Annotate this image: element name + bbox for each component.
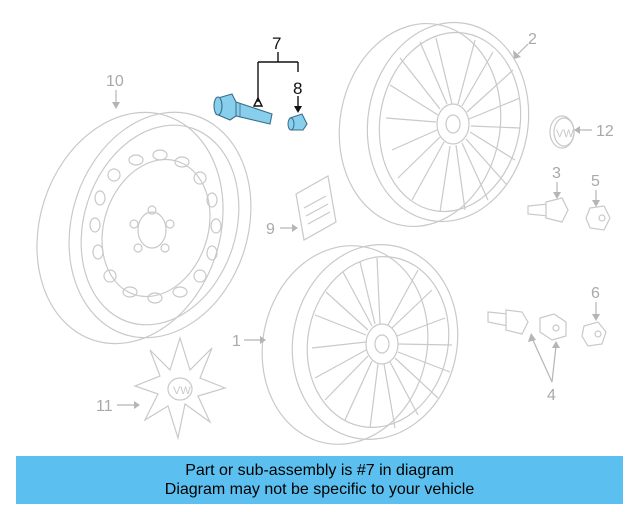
alloy-wheel-lower bbox=[261, 244, 459, 445]
callout-8: 8 bbox=[293, 79, 302, 98]
lug-nut-lower bbox=[539, 313, 567, 341]
callout-10: 10 bbox=[106, 73, 124, 90]
wheel-nut-lower bbox=[581, 321, 607, 347]
banner-line-1: Part or sub-assembly is #7 in diagram bbox=[185, 462, 454, 479]
callout-3: 3 bbox=[552, 165, 561, 182]
info-banner: Part or sub-assembly is #7 in diagram Di… bbox=[16, 456, 623, 504]
callout-7-leader bbox=[257, 52, 299, 102]
steel-wheel bbox=[36, 111, 252, 345]
svg-text:VW: VW bbox=[173, 385, 191, 397]
lug-bolt-lower bbox=[487, 309, 529, 335]
banner-line-2: Diagram may not be specific to your vehi… bbox=[164, 481, 475, 498]
valve-cap-highlighted[interactable] bbox=[287, 113, 308, 131]
callout-5: 5 bbox=[591, 173, 600, 190]
hub-cap-star: VW bbox=[133, 335, 227, 441]
wheel-emblem-cap: VW bbox=[549, 115, 575, 149]
parts-diagram: VW VW bbox=[36, 21, 614, 445]
svg-text:VW: VW bbox=[556, 128, 574, 140]
callout-1: 1 bbox=[232, 333, 241, 350]
callout-9: 9 bbox=[266, 221, 275, 238]
callout-12: 12 bbox=[596, 123, 614, 140]
valve-stem-highlighted[interactable] bbox=[213, 93, 273, 125]
callout-6: 6 bbox=[591, 285, 600, 302]
tire-pressure-label bbox=[295, 175, 337, 241]
alloy-wheel-upper bbox=[338, 21, 530, 228]
lug-bolt-upper bbox=[527, 197, 569, 223]
wheel-nut-upper bbox=[585, 205, 611, 231]
callout-4: 4 bbox=[547, 387, 556, 404]
callout-7: 7 bbox=[272, 34, 281, 53]
callout-2: 2 bbox=[528, 31, 537, 48]
callout-11: 11 bbox=[96, 398, 113, 415]
